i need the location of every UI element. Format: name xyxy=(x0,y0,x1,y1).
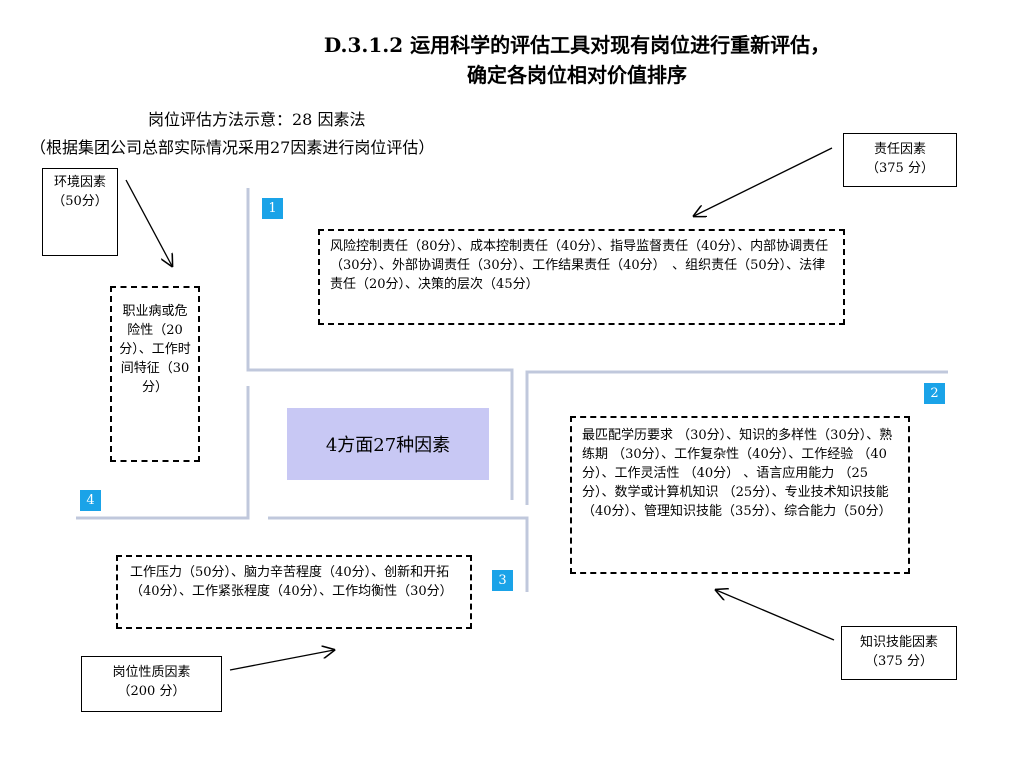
knowledge-skill-factor-points: （375 分） xyxy=(865,654,933,669)
method-subtitle: 岗位评估方法示意：28 因素法 xyxy=(148,110,366,129)
divider-bottom-left xyxy=(76,386,250,520)
arrow-job-nature xyxy=(229,650,334,671)
arrow-responsibility xyxy=(694,147,833,216)
quadrant-number-2: 2 xyxy=(924,383,945,404)
responsibility-factor-label: 责任因素 （375 分） xyxy=(843,133,957,187)
divider-bottom-right xyxy=(268,516,529,592)
job-nature-factor-label: 岗位性质因素 （200 分） xyxy=(81,656,222,712)
responsibility-factor-detail: 风险控制责任（80分）、成本控制责任（40分）、指导监督责任（40分）、内部协调… xyxy=(318,229,845,325)
quadrant-dividers xyxy=(76,188,948,592)
knowledge-skill-factor-detail: 最匹配学历要求 （30分）、知识的多样性（30分）、熟练期 （30分）、工作复杂… xyxy=(570,416,910,574)
knowledge-skill-factor-name: 知识技能因素 xyxy=(859,635,938,650)
environment-factor-detail: 职业病或危险性（20分）、工作时间特征（30分） xyxy=(110,286,200,462)
arrow-knowledge-skill xyxy=(716,590,835,641)
quadrant-number-4: 4 xyxy=(80,490,101,511)
job-nature-factor-points: （200 分） xyxy=(117,684,186,699)
quadrant-number-3: 3 xyxy=(492,570,513,591)
title-line-2: 确定各岗位相对价值排序 xyxy=(467,63,687,87)
divider-top-left xyxy=(246,188,514,500)
knowledge-skill-factor-label: 知识技能因素 （375 分） xyxy=(841,626,957,680)
center-summary: 4方面27种因素 xyxy=(287,408,489,480)
divider-top-right xyxy=(525,370,948,505)
job-nature-factor-name: 岗位性质因素 xyxy=(112,665,191,680)
page-title: D.3.1.2 运用科学的评估工具对现有岗位进行重新评估， 确定各岗位相对价值排… xyxy=(0,30,1024,90)
arrow-environment xyxy=(125,179,172,266)
responsibility-factor-name: 责任因素 xyxy=(873,142,926,157)
responsibility-factor-points: （375 分） xyxy=(866,161,934,176)
job-nature-factor-detail: 工作压力（50分）、脑力辛苦程度（40分）、创新和开拓（40分）、工作紧张程度（… xyxy=(116,555,472,629)
environment-factor-label: 环境因素（50分） xyxy=(42,168,118,256)
center-summary-text: 4方面27种因素 xyxy=(325,435,451,456)
method-note: （根据集团公司总部实际情况采用27因素进行岗位评估） xyxy=(30,138,435,157)
title-line-1: D.3.1.2 运用科学的评估工具对现有岗位进行重新评估， xyxy=(323,33,831,57)
quadrant-number-1: 1 xyxy=(262,198,283,219)
environment-factor-text: 环境因素（50分） xyxy=(52,175,108,209)
